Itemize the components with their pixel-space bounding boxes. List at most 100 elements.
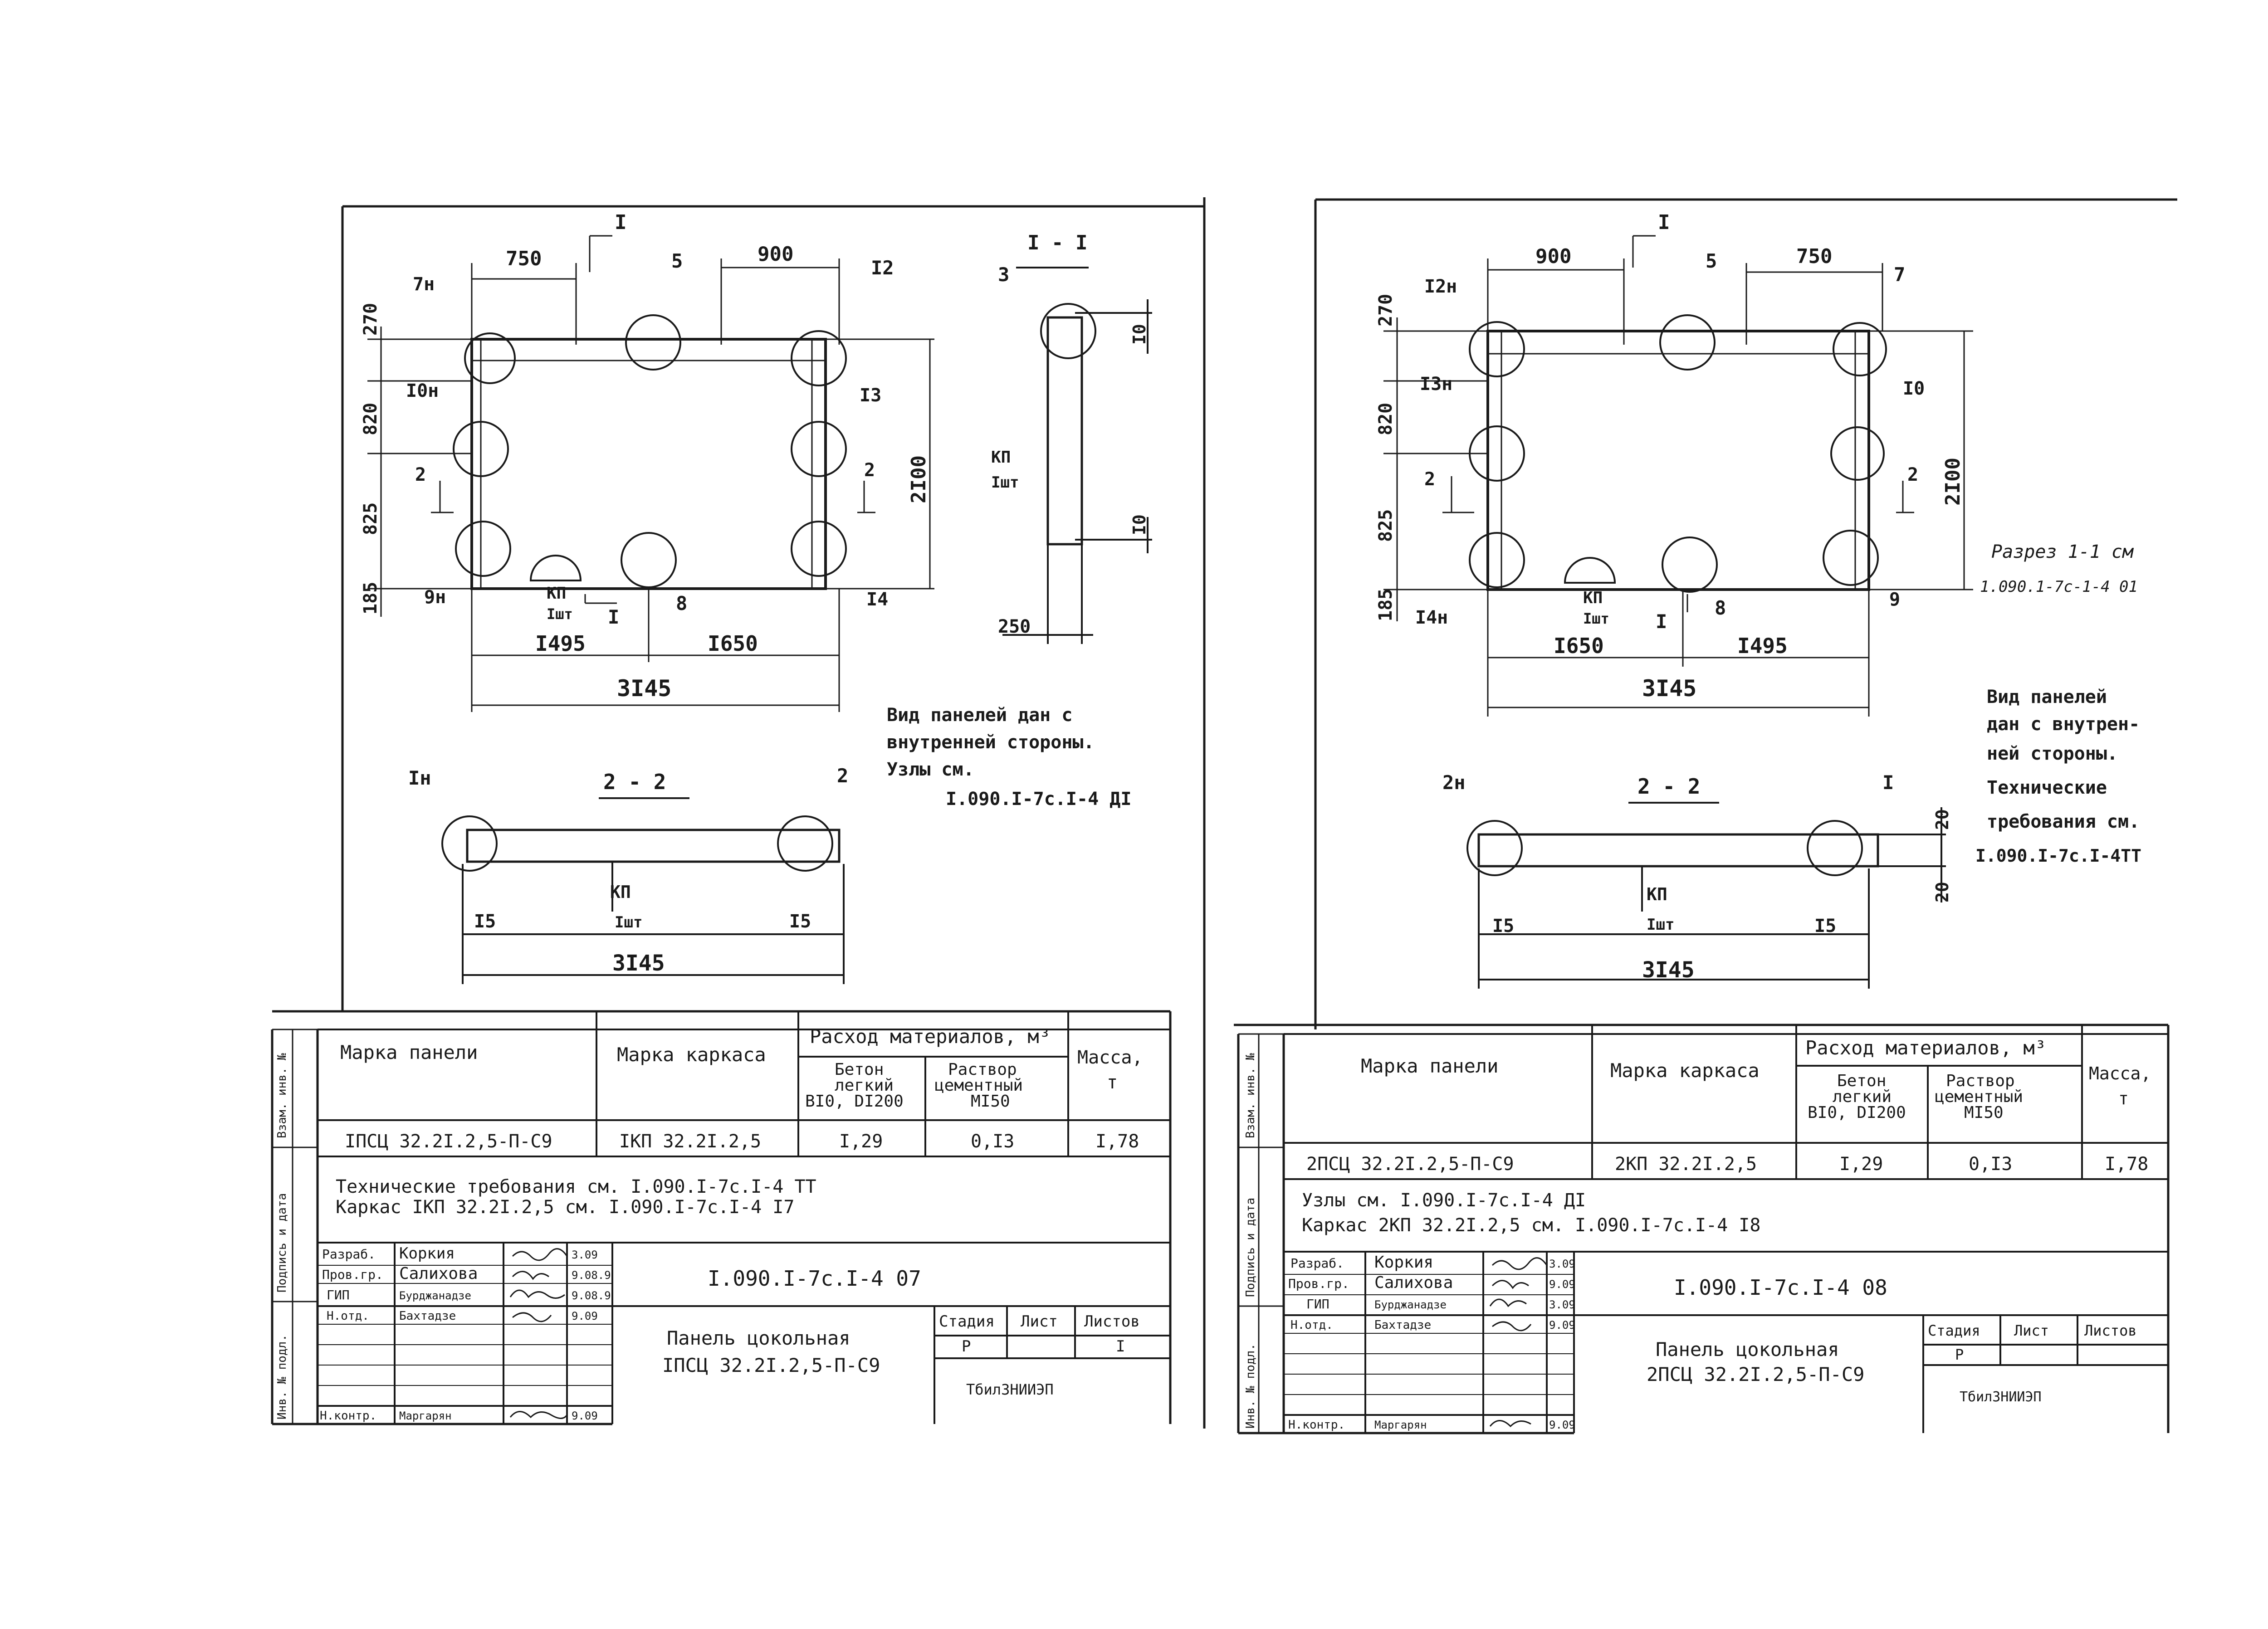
spec-row-mortar: 0,I3	[1969, 1154, 2012, 1175]
tb-stage-value: Р	[1955, 1346, 1964, 1363]
spec-header-mass-1: Масса,	[1077, 1047, 1143, 1068]
right-note-line-3: ней стороны.	[1987, 743, 2118, 764]
plan-dim-right: 2I00	[1941, 458, 1965, 506]
left-sheet: Взам. инв. № Подпись и дата Инв. № подл.	[271, 197, 1206, 1429]
tb-name-line-1: Панель цокольная	[1656, 1338, 1839, 1361]
tb-role-4: Н.отд.	[327, 1309, 369, 1323]
stamp-sign-label: Подпись и дата	[275, 1193, 289, 1292]
stamp-replace-label: Взам. инв. №	[275, 1053, 289, 1138]
tb-sheets-value: I	[1116, 1337, 1125, 1356]
callout-8: 8	[676, 592, 687, 615]
tb-role-3: ГИП	[1306, 1297, 1330, 1312]
section22-dim-2: I5	[1814, 916, 1836, 936]
spec-header-frame: Марка каркаса	[1610, 1059, 1760, 1082]
left-note-line-3: Узлы см.	[887, 759, 974, 780]
spec-row-concrete: I,29	[1839, 1154, 1883, 1175]
plan-dim-bottom-2: I495	[1737, 634, 1788, 658]
callout-13n: I3н	[1420, 374, 1452, 395]
left-plan-view: 750 900 I I 270 820 825 185 2I00 I495 I6…	[360, 211, 934, 712]
callout-8: 8	[1715, 597, 1726, 619]
callout-10n: I0н	[406, 380, 439, 401]
left-note-line-1: Вид панелей дан с	[887, 705, 1072, 726]
section22-title: 2 - 2	[603, 770, 666, 794]
right-frame	[1234, 198, 2177, 1434]
section22-dim-total: 3I45	[612, 951, 665, 976]
section22-dim-right-1: 20	[1932, 809, 1952, 830]
right-note-line-4: Технические	[1987, 777, 2107, 798]
section11-dim-bottom: I0	[1129, 514, 1149, 535]
tb-name-3: Бурджанадзе	[399, 1289, 471, 1302]
section22-dim-total: 3I45	[1642, 957, 1695, 983]
tb-name-1: Коркия	[399, 1244, 455, 1263]
callout-10: I0	[1903, 378, 1925, 399]
plan-dim-left-4: 185	[1375, 589, 1396, 621]
spec-row-concrete: I,29	[839, 1131, 883, 1152]
tb-name-5: Маргарян	[1374, 1419, 1427, 1431]
tb-name-line-1: Панель цокольная	[667, 1327, 850, 1349]
tb-date-4: 9.09	[1549, 1319, 1575, 1331]
plan-dim-left-3: 825	[360, 502, 381, 535]
spec-header-mortar-1: Раствор	[948, 1060, 1017, 1079]
spec-header-frame: Марка каркаса	[617, 1044, 766, 1066]
tb-sheets-header: Листов	[1084, 1312, 1140, 1331]
right-note-line-5: требования см.	[1987, 811, 2140, 832]
signatures	[509, 1248, 568, 1419]
stamp-sign-label: Подпись и дата	[1244, 1198, 1257, 1297]
tb-role-3: ГИП	[327, 1288, 350, 1302]
tb-name-line-2: IПСЦ 32.2I.2,5-П-С9	[662, 1354, 880, 1376]
section11-kp-qty: Iшт	[991, 473, 1019, 492]
spec-header-concrete-3: BI0, DI200	[805, 1092, 904, 1111]
tb-name-2: Салихова	[1374, 1273, 1453, 1292]
plan-dim-left-2: 820	[360, 403, 381, 435]
tb-role-4: Н.отд.	[1290, 1318, 1333, 1332]
notes-line-2: Каркас 2КП 32.2I.2,5 см. I.090.I-7с.I-4 …	[1302, 1215, 1760, 1236]
tb-date-5: 9.09	[572, 1410, 598, 1422]
tb-date-4: 9.09	[572, 1310, 598, 1322]
tb-sheet-header: Лист	[2014, 1322, 2049, 1339]
plan-section-mark-bottom: I	[1656, 610, 1667, 633]
right-note: Вид панелей дан с внутрен- ней стороны. …	[1975, 687, 2141, 866]
callout-12: I2	[871, 257, 894, 279]
signatures	[1489, 1257, 1548, 1428]
tb-date-2: 9.08.9	[572, 1269, 611, 1282]
right-sheet: Взам. инв. № Подпись и дата Инв. № подл.	[1234, 198, 2177, 1434]
tb-role-2: Пров.гр.	[322, 1267, 383, 1282]
callout-13: I3	[860, 385, 881, 406]
tb-name-5: Маргарян	[399, 1410, 452, 1422]
section22-callout-2n: 2н	[1442, 771, 1466, 794]
notes-line-2: Каркас IКП 32.2I.2,5 см. I.090.I-7с.I-4 …	[336, 1197, 794, 1218]
section22-callout-1: I	[1882, 771, 1894, 794]
callout-5: 5	[671, 250, 683, 272]
tb-role-1: Разраб.	[322, 1247, 376, 1262]
left-frame	[271, 197, 1206, 1429]
left-section-2-2: 2 - 2 Iн 2 КП Iшт I5 I5 3I45	[408, 765, 848, 984]
spec-header-concrete-3: BI0, DI200	[1808, 1103, 1906, 1122]
right-side-stamp: Взам. инв. № Подпись и дата Инв. № подл.	[1238, 1033, 1284, 1433]
section22-dim-right-2: 20	[1932, 882, 1952, 902]
plan-kp-label: КП	[1583, 589, 1603, 607]
stamp-replace-label: Взам. инв. №	[1244, 1053, 1257, 1138]
plan-dim-total: 3I45	[1642, 675, 1696, 702]
section11-dim-top: I0	[1129, 324, 1149, 345]
tb-role-5: Н.контр.	[1288, 1418, 1345, 1432]
section22-title: 2 - 2	[1637, 774, 1700, 799]
tb-date-5: 9.09	[1549, 1419, 1575, 1431]
left-note: Вид панелей дан с внутренней стороны. Уз…	[887, 705, 1131, 810]
tb-stage-value: Р	[962, 1337, 971, 1356]
section11-dim-width: 250	[998, 616, 1031, 637]
spec-header-materials: Расход материалов, м³	[810, 1025, 1051, 1048]
callout-7: 7	[1894, 263, 1905, 286]
tb-name-4: Бахтадзе	[1374, 1318, 1431, 1332]
tb-name-2: Салихова	[399, 1264, 478, 1283]
tb-date-3: 3.09	[1549, 1298, 1575, 1311]
callout-12n: I2н	[1424, 276, 1457, 297]
plan-section-mark: I	[1658, 211, 1670, 234]
section22-kp-qty: Iшт	[1647, 916, 1674, 934]
plan-arrow-right: 2	[864, 460, 875, 481]
spec-header-mortar-3: MI50	[971, 1092, 1010, 1111]
plan-dim-left-1: 270	[360, 303, 381, 336]
tb-code: I.090.I-7с.I-4 07	[708, 1266, 921, 1291]
plan-dim-top-2: 900	[758, 243, 793, 266]
stamp-inv-label: Инв. № подл.	[1244, 1343, 1257, 1429]
